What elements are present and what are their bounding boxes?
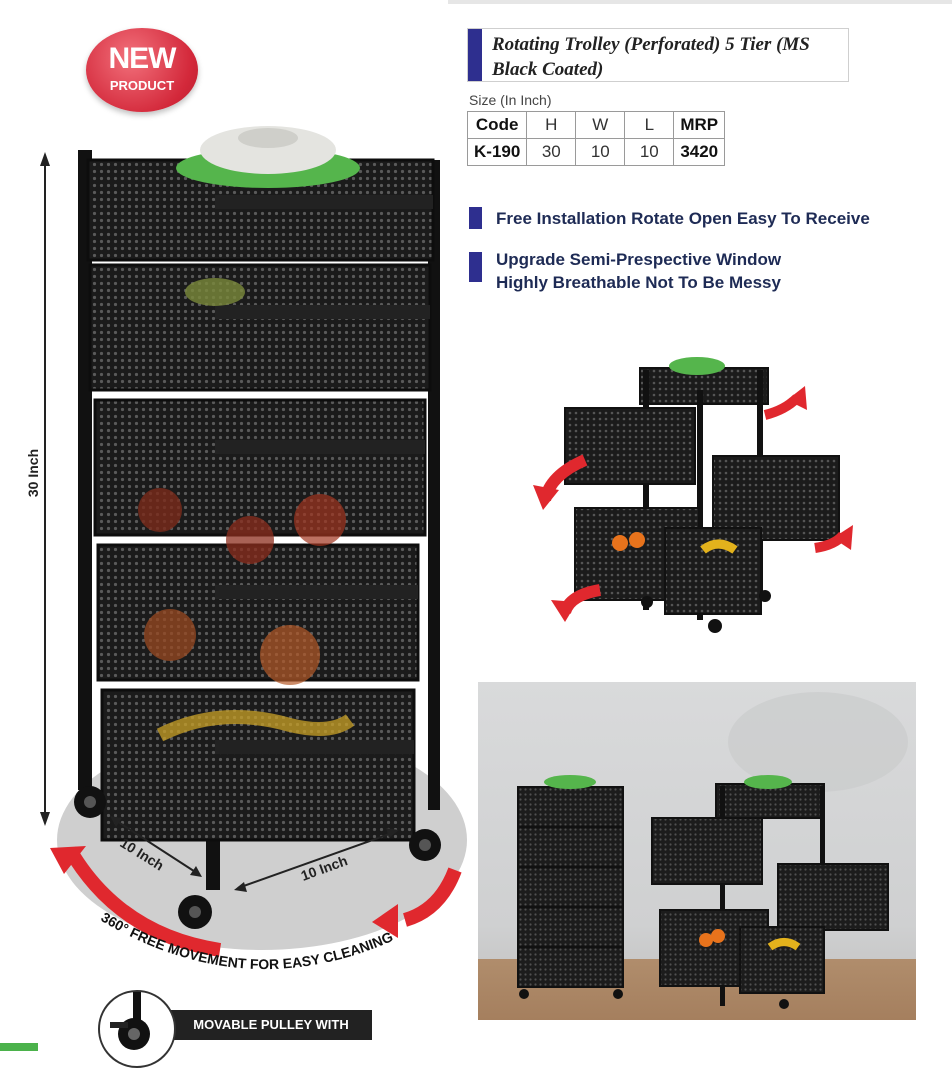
product-title-box: Rotating Trolley (Perforated) 5 Tier (MS… <box>467 28 849 82</box>
green-lid <box>176 126 360 188</box>
header-mrp: MRP <box>673 111 726 139</box>
pulley-label: MOVABLE PULLEY WITH BRAKE <box>170 1010 372 1062</box>
room-trolleys <box>517 692 908 1009</box>
new-product-badge: NEW PRODUCT <box>86 28 198 112</box>
cell-l: 10 <box>624 138 675 166</box>
trolley-illustration: 360° FREE MOVEMENT FOR EASY CLEANING <box>40 126 467 972</box>
cell-code: K-190 <box>466 138 528 166</box>
rotation-arrow-left <box>63 846 222 957</box>
size-caption: Size (In Inch) <box>469 92 552 108</box>
table-row: K-190 30 10 10 3420 <box>466 138 726 166</box>
cell-w: 10 <box>575 138 626 166</box>
caster-wheels <box>74 786 441 929</box>
size-table: Code H W L MRP K-190 30 10 10 3420 <box>466 111 726 166</box>
feature-bullet <box>469 207 482 229</box>
height-label: 30 Inch <box>25 448 41 498</box>
room-photo <box>478 682 916 1020</box>
title-accent-bar <box>468 29 482 81</box>
badge-new-text: NEW <box>108 42 177 75</box>
rotation-arrow-right <box>402 867 462 927</box>
cell-h: 30 <box>526 138 577 166</box>
pulley-wheel-icon <box>98 990 176 1068</box>
green-accent-bar <box>0 1043 38 1051</box>
product-title: Rotating Trolley (Perforated) 5 Tier (MS… <box>492 34 810 80</box>
trolley-baskets <box>86 158 435 842</box>
feature-bullet <box>469 252 482 282</box>
table-header-row: Code H W L MRP <box>466 111 726 139</box>
cell-mrp: 3420 <box>673 138 726 166</box>
feature-item: Upgrade Semi-Prespective Window Highly B… <box>496 250 782 292</box>
header-h: H <box>526 111 577 139</box>
header-w: W <box>575 111 626 139</box>
feature-item: Free Installation Rotate Open Easy To Re… <box>496 209 870 228</box>
top-rule <box>448 0 952 4</box>
header-l: L <box>624 111 675 139</box>
badge-product-text: PRODUCT <box>109 78 175 93</box>
rotation-diagram <box>533 357 853 633</box>
